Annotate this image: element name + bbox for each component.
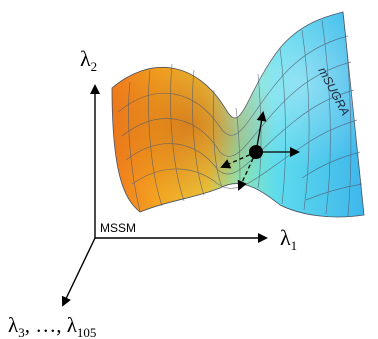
direction-arrow-left-dashed	[220, 151, 257, 169]
label-lambda2: λ2	[80, 46, 97, 74]
label-lambda3-to-105: λ3, …, λ105	[8, 313, 96, 339]
axis-lambda3-105	[61, 237, 96, 307]
saddle-surface: mSUGRA	[111, 11, 365, 218]
label-lambda1: λ1	[280, 225, 297, 253]
origin-label: MSSM	[100, 221, 136, 235]
msugra-point	[249, 145, 263, 159]
msugra-point-group	[220, 111, 300, 191]
surface-mesh	[117, 11, 363, 217]
coordinate-axes	[61, 84, 268, 307]
